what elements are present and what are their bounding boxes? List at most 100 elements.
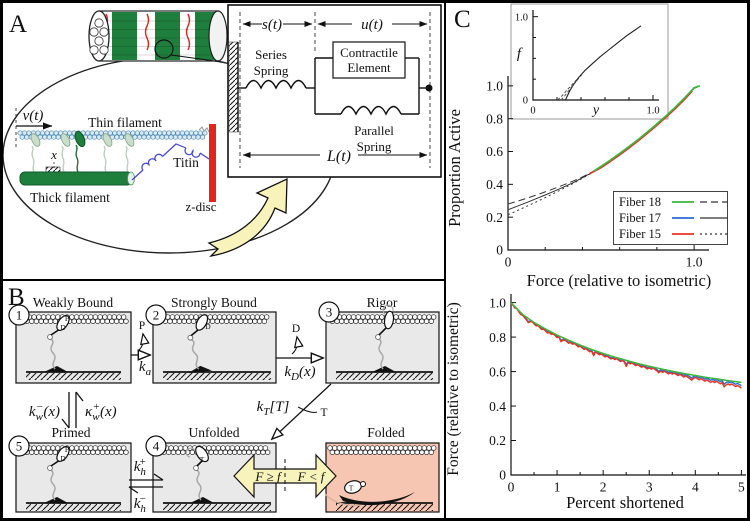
rate-kh-minus: kh− [134,493,147,515]
series-fit-variant-2 [557,74,582,101]
legend-label: Fiber 15 [619,226,662,241]
L-dimension-label: L(t) [326,148,351,165]
bottom-chart-ylabel: Force (relative to isometric) [446,302,462,475]
parallel-spring-label: Parallel [354,123,394,138]
z-disc-bar [209,124,216,202]
svg-text:T: T [200,455,205,464]
arrow-3-to-4 [272,383,332,439]
svg-text:Unfolded: Unfolded [189,425,240,440]
z-disc-label: z-disc [185,199,216,214]
series-fit-variant-1 [560,73,583,101]
force-label-right: F < f [297,469,327,484]
x-tick-label: 2 [600,480,607,495]
contractile-element-label: Contractile [340,45,398,60]
state-name: Weakly Bound [33,295,114,310]
x-tick-label: 3 [646,480,653,495]
head-letter-d: D [60,323,66,332]
d-release-arrow [291,337,297,355]
sarcomere-illustration: v(t) Thin filament x Thick filament [15,108,217,214]
y-tick-label: 0.8 [489,330,506,345]
series-fiber-17 [510,303,742,387]
panel-a-label: A [9,11,27,38]
head-letter-p: P [65,314,69,323]
state-folded: Folded T [324,425,440,513]
x-tick-label: 4 [692,480,699,495]
mechanical-model: s(t) u(t) Series Spring Contractile Elem… [227,4,442,178]
inset-ylabel: f [517,46,523,62]
thick-filament [19,171,133,186]
svg-text:T: T [349,484,354,493]
panel-a: A [3,3,446,281]
released-d: D [292,323,300,335]
top-chart-xlabel: Force (relative to isometric) [527,271,712,290]
svg-text:4: 4 [153,439,160,454]
s-dimension-label: s(t) [262,17,282,33]
head-letter-d: D [205,322,211,331]
svg-text:Spring: Spring [357,139,392,154]
state-number: 1 [16,308,23,323]
series-spring-label: Series [255,47,287,62]
rate-kh-plus: kh+ [134,456,147,478]
series-fiber-15 [589,90,693,175]
series-f-of-y [564,25,642,101]
rate-ka: ka [139,359,152,378]
state-weakly-bound: Weakly Bound P D 1 [8,295,132,384]
legend-label: Fiber 17 [619,210,662,225]
y-tick-label: 0.2 [489,433,506,448]
panel-b-label: B [8,284,25,311]
zoom-source-circle [154,39,174,59]
top-chart-ylabel: Proportion Active [446,109,464,227]
y-tick-label: 1.0 [489,295,506,310]
contractile-element-box [332,41,406,79]
state-rigor: Rigor 3 [318,295,440,384]
panel-a-diagram: A [3,4,442,258]
x-tick-label: 1 [554,480,561,495]
y-tick-label: 1.0 [515,12,528,23]
x-tick-label: 5 [738,480,745,495]
y-tick-label: 0.4 [489,399,506,414]
thin-filament-beads [17,130,208,140]
rate-kappa-w-plus: κw+(x) [85,401,117,423]
x-tick-label: 0 [530,106,535,117]
x-tick-label: 0 [505,255,512,270]
rate-kw-minus: kw−(x) [29,401,60,423]
titin-label: Titin [173,155,199,170]
y-tick-label: 0.6 [486,144,503,159]
rate-kT: kT[T] [257,399,290,418]
y-tick-label: 0 [499,468,506,483]
t-substrate: T [320,407,327,419]
svg-text:D: D [60,454,66,463]
bottom-chart-xlabel: Percent shortened [566,493,684,512]
svg-text:3: 3 [326,305,333,320]
equilibrium-5-4 [128,473,164,494]
series-fiber-18 [510,302,742,384]
y-tick-label: 0.4 [486,177,503,192]
zoom-arrow [207,177,288,258]
series-fiber-15 [510,303,742,389]
state-primed: Primed P D 5 [8,425,132,513]
y-tick-label: 0.6 [489,364,506,379]
rate-kD: kD(x) [284,364,315,383]
inset-xlabel: y [591,103,600,118]
p-release-arrow [137,334,143,352]
state-strongly-bound: Strongly Bound D 2 [145,295,277,384]
panel-b-diagram: B Weakly Bound P D 1 Strongly Bound D 2 [8,284,440,515]
y-tick-label: 0.2 [486,210,503,225]
svg-text:5: 5 [16,439,23,454]
svg-text:Element: Element [347,60,391,75]
svg-text:2: 2 [153,308,160,323]
y-tick-label: 0.8 [486,111,503,126]
svg-text:Strongly Bound: Strongly Bound [171,295,257,310]
y-tick-label: 0 [496,243,503,258]
thin-filament-label: Thin filament [88,115,162,130]
x-tick-label: 1.0 [686,255,703,270]
y-tick-label: 0 [523,96,528,107]
equilibrium-1-5 [61,391,84,429]
legend-label: Fiber 18 [619,194,662,209]
